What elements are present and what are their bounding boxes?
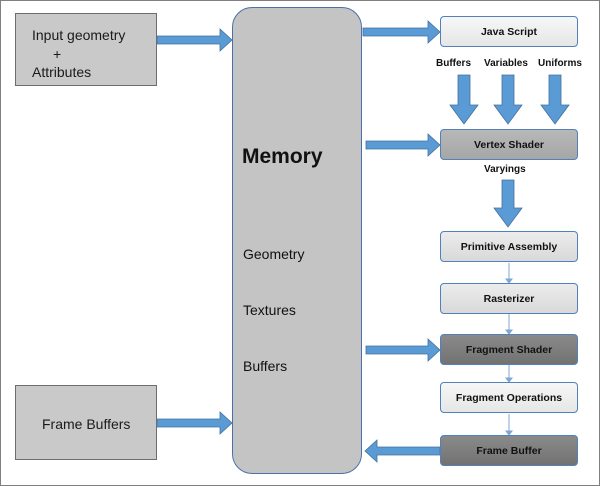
stage-javascript-label: Java Script [480,25,538,38]
arrow-memory-to-vertex-shader [365,133,441,157]
stage-frame-buffer-label: Frame Buffer [476,444,542,457]
memory-item-geometry: Geometry [243,246,305,262]
frame-buffers-box: Frame Buffers [15,385,157,460]
arrow-variables-down [493,74,523,125]
input-geometry-box: Input geometry + Attributes [15,13,157,86]
arrow-memory-to-fragment-shader [365,338,441,362]
stage-primitive-assembly: Primitive Assembly [440,231,578,262]
memory-item-textures: Textures [243,302,296,318]
arrow-memory-to-javascript [362,20,441,44]
memory-title: Memory [242,145,323,168]
arrow-framebuffer-to-memory [364,439,441,463]
stage-rasterizer-label: Rasterizer [483,292,535,305]
arrow-uniforms-down [540,74,570,125]
stage-vertex-shader-label: Vertex Shader [473,138,545,151]
stage-fragment-operations-label: Fragment Operations [455,391,563,404]
input-geometry-label: Input geometry [32,27,126,43]
stage-primitive-assembly-label: Primitive Assembly [460,240,558,253]
plus-label: + [53,46,62,62]
thin-connectors [505,263,513,436]
label-buffers: Buffers [436,58,472,69]
arrow-buffers-down [449,74,479,125]
frame-buffers-label: Frame Buffers [42,416,131,432]
label-variables: Variables [484,58,528,69]
memory-block: Memory Geometry Textures Buffers [232,7,362,474]
stage-fragment-operations: Fragment Operations [440,382,578,413]
arrow-varyings-down [493,179,523,228]
stage-frame-buffer: Frame Buffer [440,435,578,466]
label-uniforms: Uniforms [538,58,582,69]
arrow-input-to-memory [156,28,233,52]
label-varyings: Varyings [484,164,526,175]
stage-fragment-shader-label: Fragment Shader [465,343,553,356]
stage-javascript: Java Script [440,16,578,47]
stage-rasterizer: Rasterizer [440,283,578,314]
stage-fragment-shader: Fragment Shader [440,334,578,365]
stage-vertex-shader: Vertex Shader [440,129,578,160]
arrow-framebuffers-to-memory [156,411,233,435]
memory-item-buffers: Buffers [243,358,288,374]
attributes-label: Attributes [32,64,92,80]
